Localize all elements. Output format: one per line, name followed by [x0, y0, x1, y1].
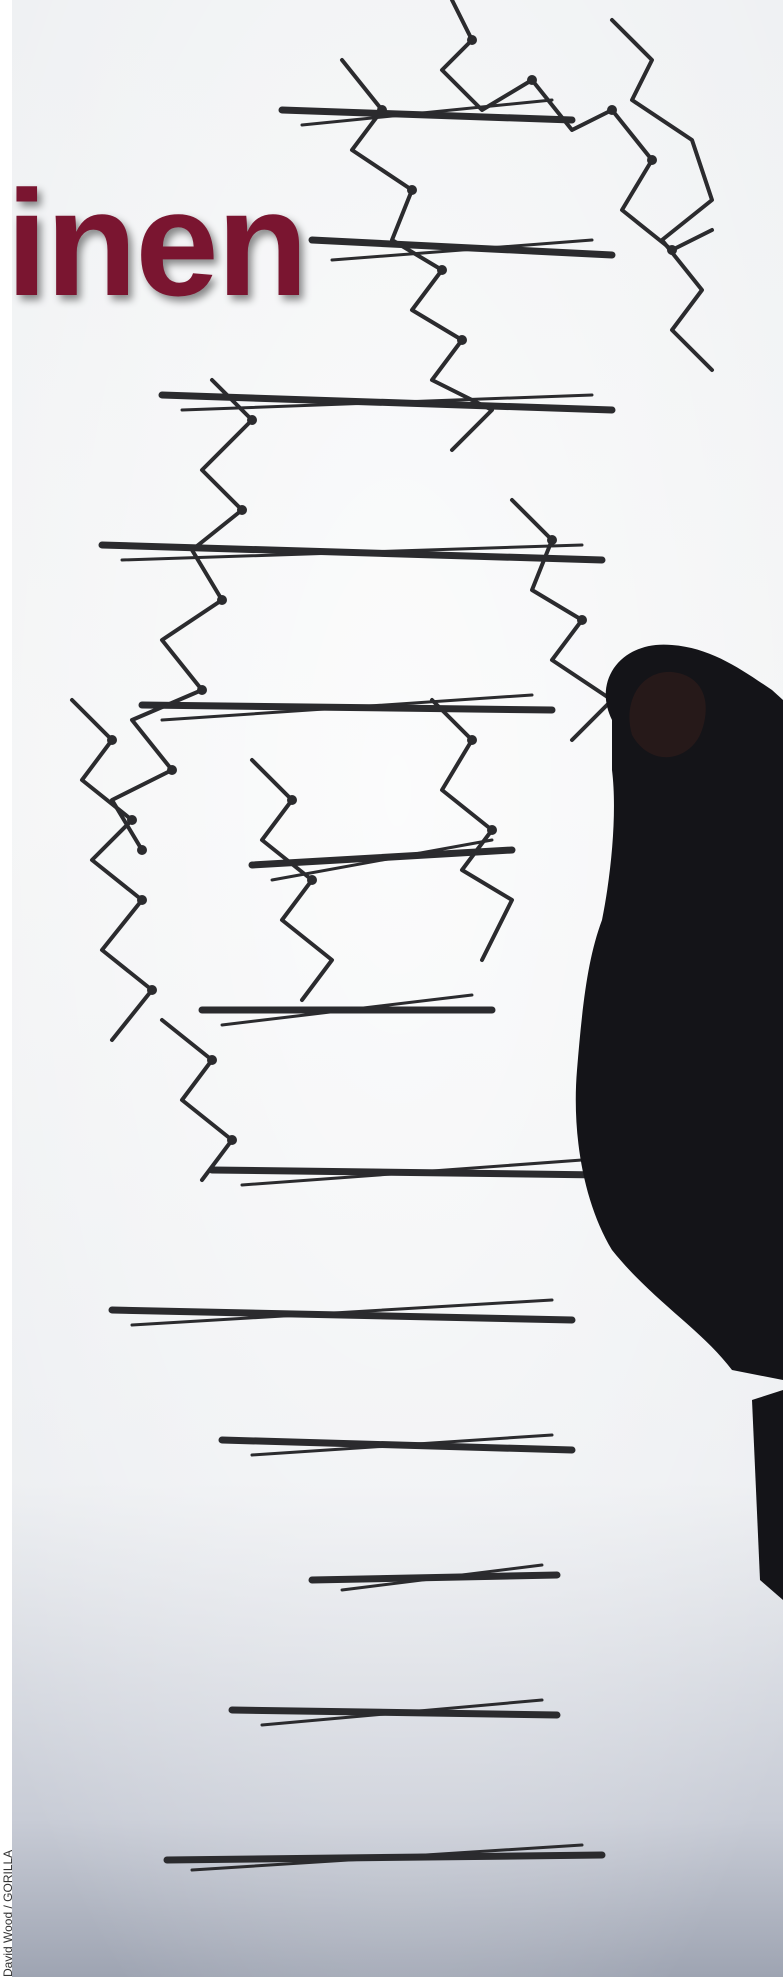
base-pair-detail	[120, 98, 594, 1872]
person-silhouette	[575, 644, 783, 1600]
dna-model-illustration	[12, 0, 783, 1977]
dna-model-photo: inen	[12, 0, 783, 1977]
photo-credit: David Wood / GORILLA	[1, 1849, 15, 1977]
dna-atoms	[107, 35, 677, 1145]
headline-text: inen	[12, 159, 308, 327]
left-margin-strip	[0, 0, 12, 1977]
